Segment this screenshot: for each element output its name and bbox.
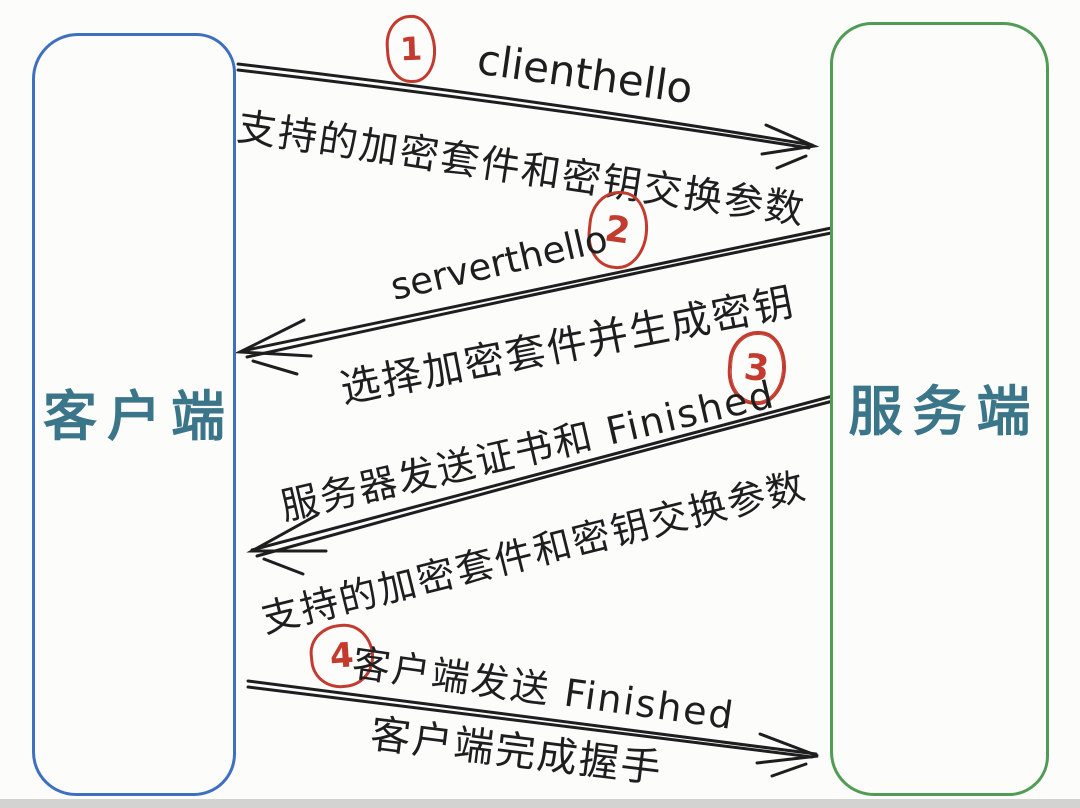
arrow-3-server-to-client — [246, 394, 835, 576]
client-label: 客户端 — [43, 385, 235, 448]
arrow-1-client-to-server — [236, 62, 820, 170]
arrow-2-server-to-client — [234, 225, 838, 376]
step-1-number: 1 — [399, 29, 423, 69]
server-label: 服务端 — [848, 379, 1041, 443]
arrow-4-client-to-server — [246, 679, 819, 778]
bottom-edge-strip — [0, 799, 1080, 808]
server-box: 服务端 — [830, 22, 1049, 796]
client-box: 客户端 — [32, 33, 236, 796]
